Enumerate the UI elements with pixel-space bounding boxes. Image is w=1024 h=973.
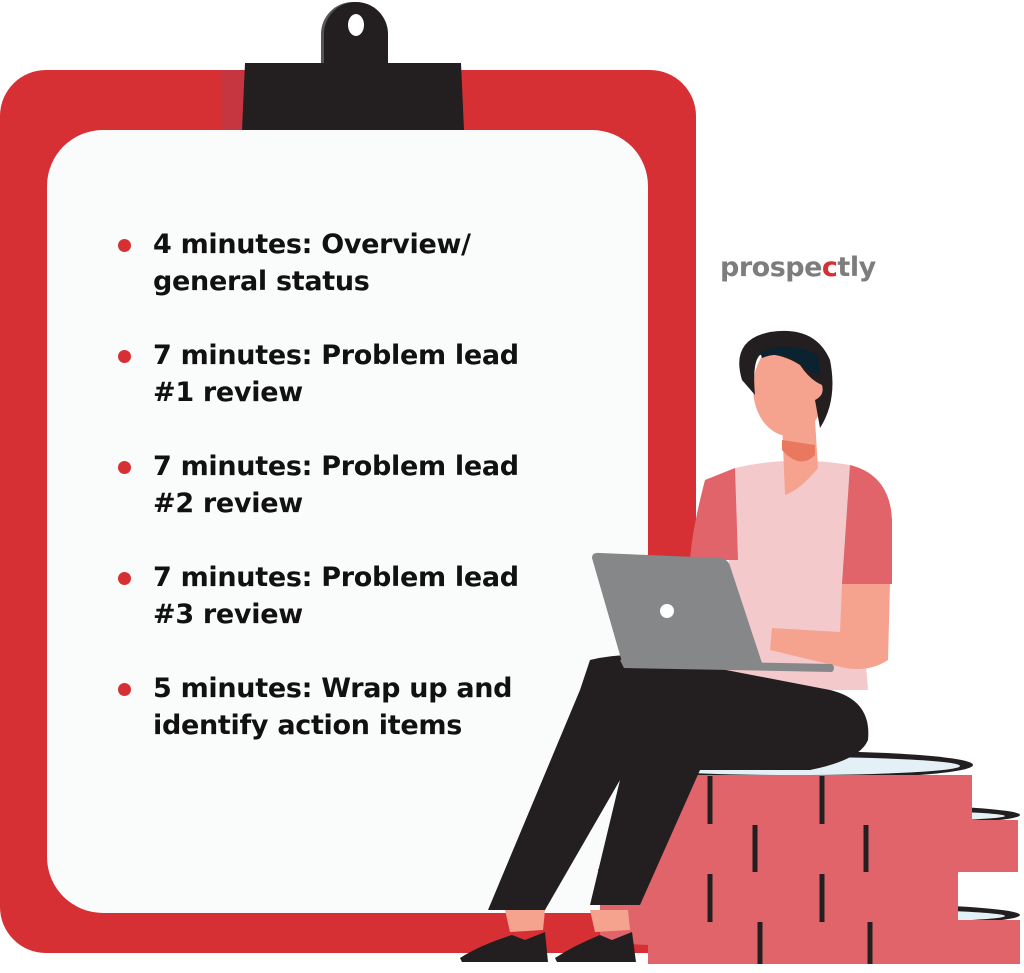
clipboard-shadow (222, 70, 244, 130)
clipboard-clip (242, 63, 464, 130)
agenda-item-line2: general status (153, 266, 370, 297)
agenda-item: 5 minutes: Wrap up and identify action i… (118, 670, 548, 744)
bullet-icon (118, 350, 131, 363)
laptop-icon (592, 552, 762, 663)
agenda-item-line1: 4 minutes: Overview/ (153, 229, 471, 260)
clip-hole (348, 14, 364, 36)
agenda-item-line1: 7 minutes: Problem lead (153, 340, 519, 371)
agenda-item-line1: 5 minutes: Wrap up and (153, 673, 513, 704)
agenda-item: 7 minutes: Problem lead #3 review (118, 559, 548, 633)
shoe-icon (555, 932, 636, 962)
logo-text-suffix: tly (837, 252, 876, 283)
brand-logo: prospectly (720, 252, 876, 283)
agenda-item: 7 minutes: Problem lead #1 review (118, 337, 548, 411)
bullet-icon (118, 683, 131, 696)
shoe-icon (460, 932, 548, 962)
bullet-icon (118, 239, 131, 252)
logo-text-prefix: prospe (720, 252, 822, 283)
agenda-list: 4 minutes: Overview/ general status 7 mi… (118, 226, 548, 781)
agenda-item-line1: 7 minutes: Problem lead (153, 451, 519, 482)
agenda-item: 4 minutes: Overview/ general status (118, 226, 548, 300)
agenda-item-line2: #1 review (153, 377, 303, 408)
agenda-item-line1: 7 minutes: Problem lead (153, 562, 519, 593)
bullet-icon (118, 572, 131, 585)
bullet-icon (118, 461, 131, 474)
agenda-item-line2: #3 review (153, 599, 303, 630)
agenda-item: 7 minutes: Problem lead #2 review (118, 448, 548, 522)
agenda-item-line2: #2 review (153, 488, 303, 519)
agenda-item-line2: identify action items (153, 710, 462, 741)
pants-icon (488, 655, 869, 910)
logo-text-accent: c (821, 252, 838, 283)
